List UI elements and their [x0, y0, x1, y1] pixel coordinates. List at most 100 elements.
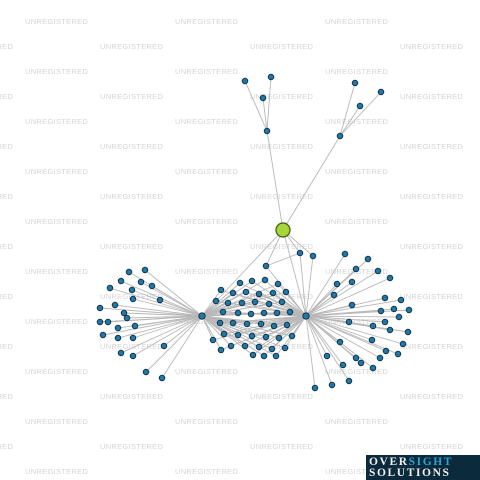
graph-node: [283, 321, 291, 329]
graph-edge: [201, 292, 234, 317]
watermark-text: UNREGISTERED: [25, 17, 88, 26]
graph-node: [339, 361, 347, 369]
graph-node: [351, 79, 359, 87]
watermark-text: UNREGISTERED: [175, 467, 238, 476]
graph-node: [260, 352, 268, 360]
graph-node: [262, 262, 270, 270]
watermark-text: UNREGISTERED: [25, 167, 88, 176]
graph-edge: [99, 315, 203, 323]
watermark-text: UNREGISTERED: [25, 367, 88, 376]
watermark-layer: UNREGISTERED UNREGISTERED UNREGISTERED UNRE…: [0, 17, 463, 476]
graph-node: [267, 73, 275, 81]
watermark-text: UNREGISTERED: [25, 317, 88, 326]
graph-node: [131, 322, 139, 330]
graph-node: [341, 250, 349, 258]
watermark-text: UNREGISTERED: [325, 17, 388, 26]
graph-node: [241, 77, 249, 85]
graph-node: [382, 347, 390, 355]
graph-node: [247, 310, 255, 318]
watermark-text: UNREGISTERED: [400, 192, 463, 201]
graph-node: [364, 255, 372, 263]
graph-edge: [262, 97, 268, 132]
graph-edge: [305, 315, 333, 386]
watermark-text: UNREGISTERED: [100, 442, 163, 451]
watermark-text: UNREGISTERED: [0, 142, 13, 151]
graph-node: [268, 345, 276, 353]
graph-edge: [305, 304, 353, 317]
graph-edge: [305, 315, 350, 382]
watermark-text: UNREGISTERED: [325, 167, 388, 176]
graph-node: [309, 252, 317, 260]
graph-node: [274, 280, 282, 288]
graph-node: [158, 374, 166, 382]
watermark-text: UNREGISTERED: [0, 242, 13, 251]
graph-edge: [305, 315, 362, 364]
watermark-text: UNREGISTERED: [325, 317, 388, 326]
watermark-text: UNREGISTERED: [175, 317, 238, 326]
graph-node: [345, 377, 353, 385]
hub-node: [198, 312, 206, 320]
graph-node: [288, 332, 296, 340]
graph-node: [217, 346, 225, 354]
graph-node: [160, 342, 168, 350]
watermark-text: UNREGISTERED: [0, 392, 13, 401]
watermark-text: UNREGISTERED: [0, 292, 13, 301]
graph-edge: [201, 301, 256, 317]
graph-edge: [305, 315, 381, 359]
graph-node: [242, 288, 250, 296]
watermark-text: UNREGISTERED: [175, 217, 238, 226]
logo-word-solutions: SOLUTIONS: [369, 467, 451, 479]
graph-node: [216, 319, 224, 327]
graph-node: [229, 289, 237, 297]
watermark-text: UNREGISTERED: [0, 42, 13, 51]
watermark-text: UNREGISTERED: [325, 467, 388, 476]
watermark-text: UNREGISTERED: [25, 67, 88, 76]
graph-edge: [201, 315, 232, 347]
graph-node: [369, 364, 377, 372]
graph-node: [270, 322, 278, 330]
watermark-text: UNREGISTERED: [0, 342, 13, 351]
graph-node: [257, 320, 265, 328]
oversight-solutions-logo: OVERSIGHT SOLUTIONS: [366, 455, 480, 480]
graph-node: [265, 300, 273, 308]
graph-edge: [201, 315, 222, 351]
graph-node: [106, 284, 114, 292]
graph-edge: [282, 229, 307, 317]
graph-node: [234, 309, 242, 317]
graph-edge: [305, 315, 373, 341]
graph-node: [123, 314, 131, 322]
graph-node: [248, 277, 256, 285]
logo-word-over: OVER: [369, 456, 409, 468]
graph-node: [333, 280, 341, 288]
graph-edge: [305, 315, 386, 323]
node-layer: [96, 73, 413, 392]
graph-edge: [117, 315, 203, 339]
watermark-text: UNREGISTERED: [25, 117, 88, 126]
graph-node: [356, 102, 364, 110]
watermark-text: UNREGISTERED: [400, 442, 463, 451]
graph-edge: [339, 82, 356, 137]
graph-node: [404, 328, 412, 336]
graph-node: [224, 299, 232, 307]
graph-edge: [201, 289, 222, 317]
graph-node: [394, 350, 402, 358]
graph-node: [148, 282, 156, 290]
graph-edge: [305, 315, 404, 345]
watermark-text: UNREGISTERED: [100, 392, 163, 401]
graph-node: [142, 368, 150, 376]
graph-node: [352, 265, 360, 273]
watermark-text: UNREGISTERED: [400, 42, 463, 51]
focus-node: [275, 222, 291, 238]
graph-node: [255, 343, 263, 351]
graph-edge: [339, 91, 382, 137]
graph-node: [386, 326, 394, 334]
graph-node: [243, 320, 251, 328]
watermark-text: UNREGISTERED: [250, 192, 313, 201]
watermark-text: UNREGISTERED: [250, 392, 313, 401]
graph-node: [128, 286, 136, 294]
graph-edge: [159, 299, 203, 317]
watermark-text: UNREGISTERED: [400, 292, 463, 301]
watermark-text: UNREGISTERED: [100, 342, 163, 351]
watermark-text: UNREGISTERED: [400, 392, 463, 401]
